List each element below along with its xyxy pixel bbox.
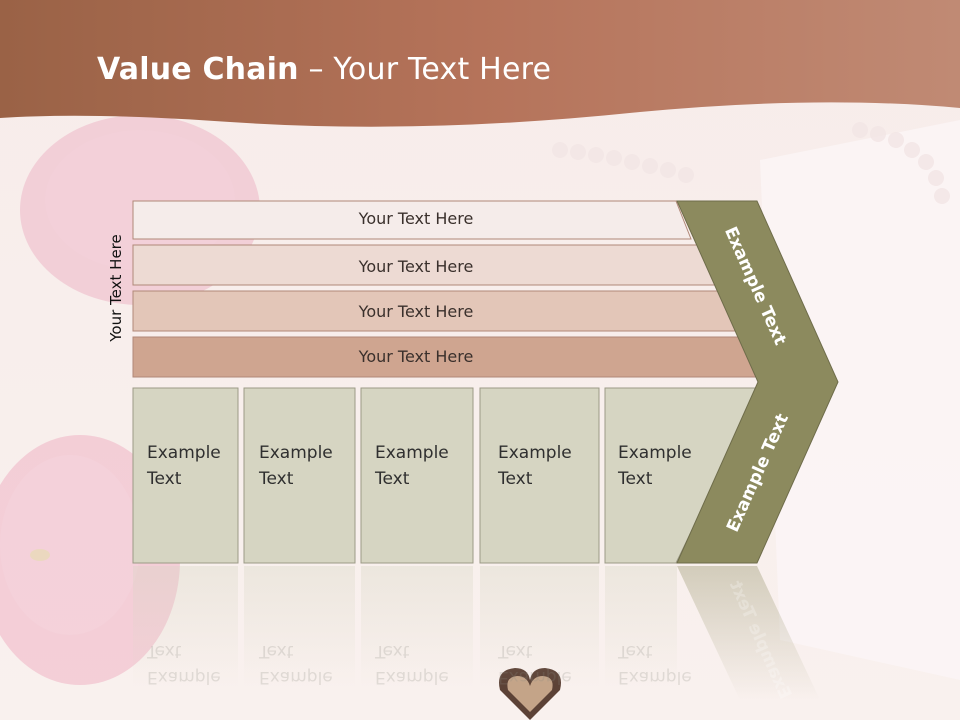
row-label-1: Your Text Here bbox=[358, 209, 474, 228]
cell-box-3 bbox=[360, 387, 474, 564]
cell-reflection bbox=[361, 566, 473, 686]
cell-reflection bbox=[605, 566, 677, 686]
chevron-reflection bbox=[677, 566, 820, 700]
cell-line: Text bbox=[375, 469, 410, 489]
cell-line: Example bbox=[498, 443, 572, 463]
side-label: Your Text Here bbox=[107, 234, 125, 342]
row-bar-1 bbox=[132, 200, 692, 240]
cell-line: Text bbox=[147, 469, 182, 489]
scroll-shape bbox=[760, 120, 960, 680]
pearl-string bbox=[552, 122, 950, 204]
cell-reflection bbox=[244, 566, 355, 686]
cell-reflection bbox=[480, 566, 599, 686]
title-rest: – Your Text Here bbox=[298, 52, 552, 87]
cell-box-2 bbox=[243, 387, 356, 564]
cell-box-4 bbox=[479, 387, 600, 564]
header-band bbox=[0, 0, 960, 127]
cell-line: Text bbox=[618, 469, 653, 489]
row-label-3: Your Text Here bbox=[358, 302, 474, 321]
cell-reflection bbox=[133, 566, 238, 686]
row-label-2: Your Text Here bbox=[358, 257, 474, 276]
cell-box-1 bbox=[132, 387, 239, 564]
title-bold: Value Chain bbox=[97, 52, 299, 87]
cell-line: Example bbox=[259, 443, 333, 463]
cell-line: Text bbox=[498, 469, 533, 489]
cell-box-5 bbox=[604, 387, 762, 564]
slide-title: Value Chain – Your Text Here bbox=[97, 52, 551, 87]
chevron-arrow bbox=[676, 200, 839, 564]
cell-line: Example bbox=[375, 443, 449, 463]
cell-line: Example bbox=[618, 443, 692, 463]
row-label-4: Your Text Here bbox=[358, 347, 474, 366]
cell-line: Example bbox=[147, 443, 221, 463]
cell-line: Text bbox=[259, 469, 294, 489]
